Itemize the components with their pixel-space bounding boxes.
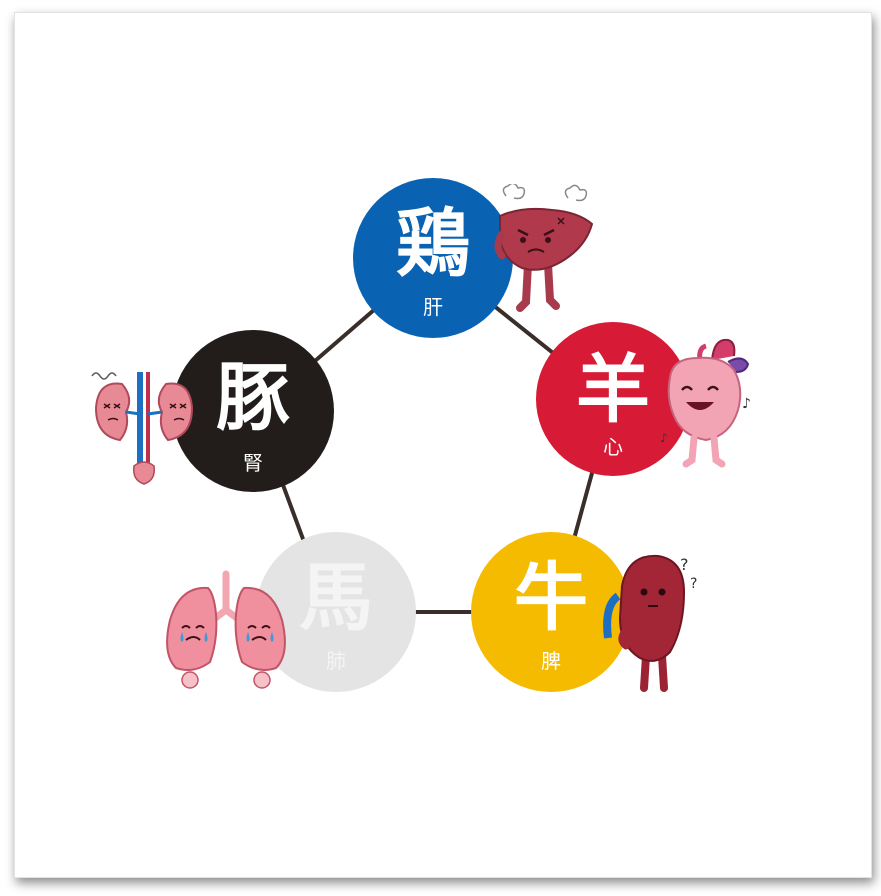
node-pig-organ: 腎: [243, 451, 263, 475]
node-cow-animal: 牛: [514, 555, 588, 641]
node-sheep-animal: 羊: [576, 347, 650, 433]
node-sheep-organ: 心: [603, 435, 623, 459]
svg-text:♪: ♪: [742, 396, 751, 412]
lungs-character-icon: [166, 570, 286, 689]
node-sheep: 羊 心: [536, 322, 690, 476]
node-pig-animal: 豚: [216, 355, 290, 441]
kidneys-character-icon: [91, 372, 194, 485]
node-chicken: 鶏 肝: [353, 178, 513, 338]
node-horse-organ: 肺: [326, 649, 346, 673]
node-chicken-organ: 肝: [423, 295, 443, 319]
node-cow-organ: 脾: [541, 649, 561, 673]
liver-character-icon: [494, 184, 594, 312]
svg-text:♪: ♪: [660, 431, 668, 445]
picture-frame: [14, 12, 872, 878]
node-horse-animal: 馬: [299, 555, 373, 641]
node-pig: 豚 腎: [172, 330, 334, 492]
heart-character-icon: ♪ ♪: [660, 338, 751, 468]
svg-text:?: ?: [680, 555, 689, 574]
spleen-character-icon: ? ?: [603, 554, 697, 692]
svg-text:?: ?: [690, 576, 697, 592]
node-chicken-animal: 鶏: [396, 201, 470, 287]
node-horse: 馬 肺: [256, 532, 416, 692]
